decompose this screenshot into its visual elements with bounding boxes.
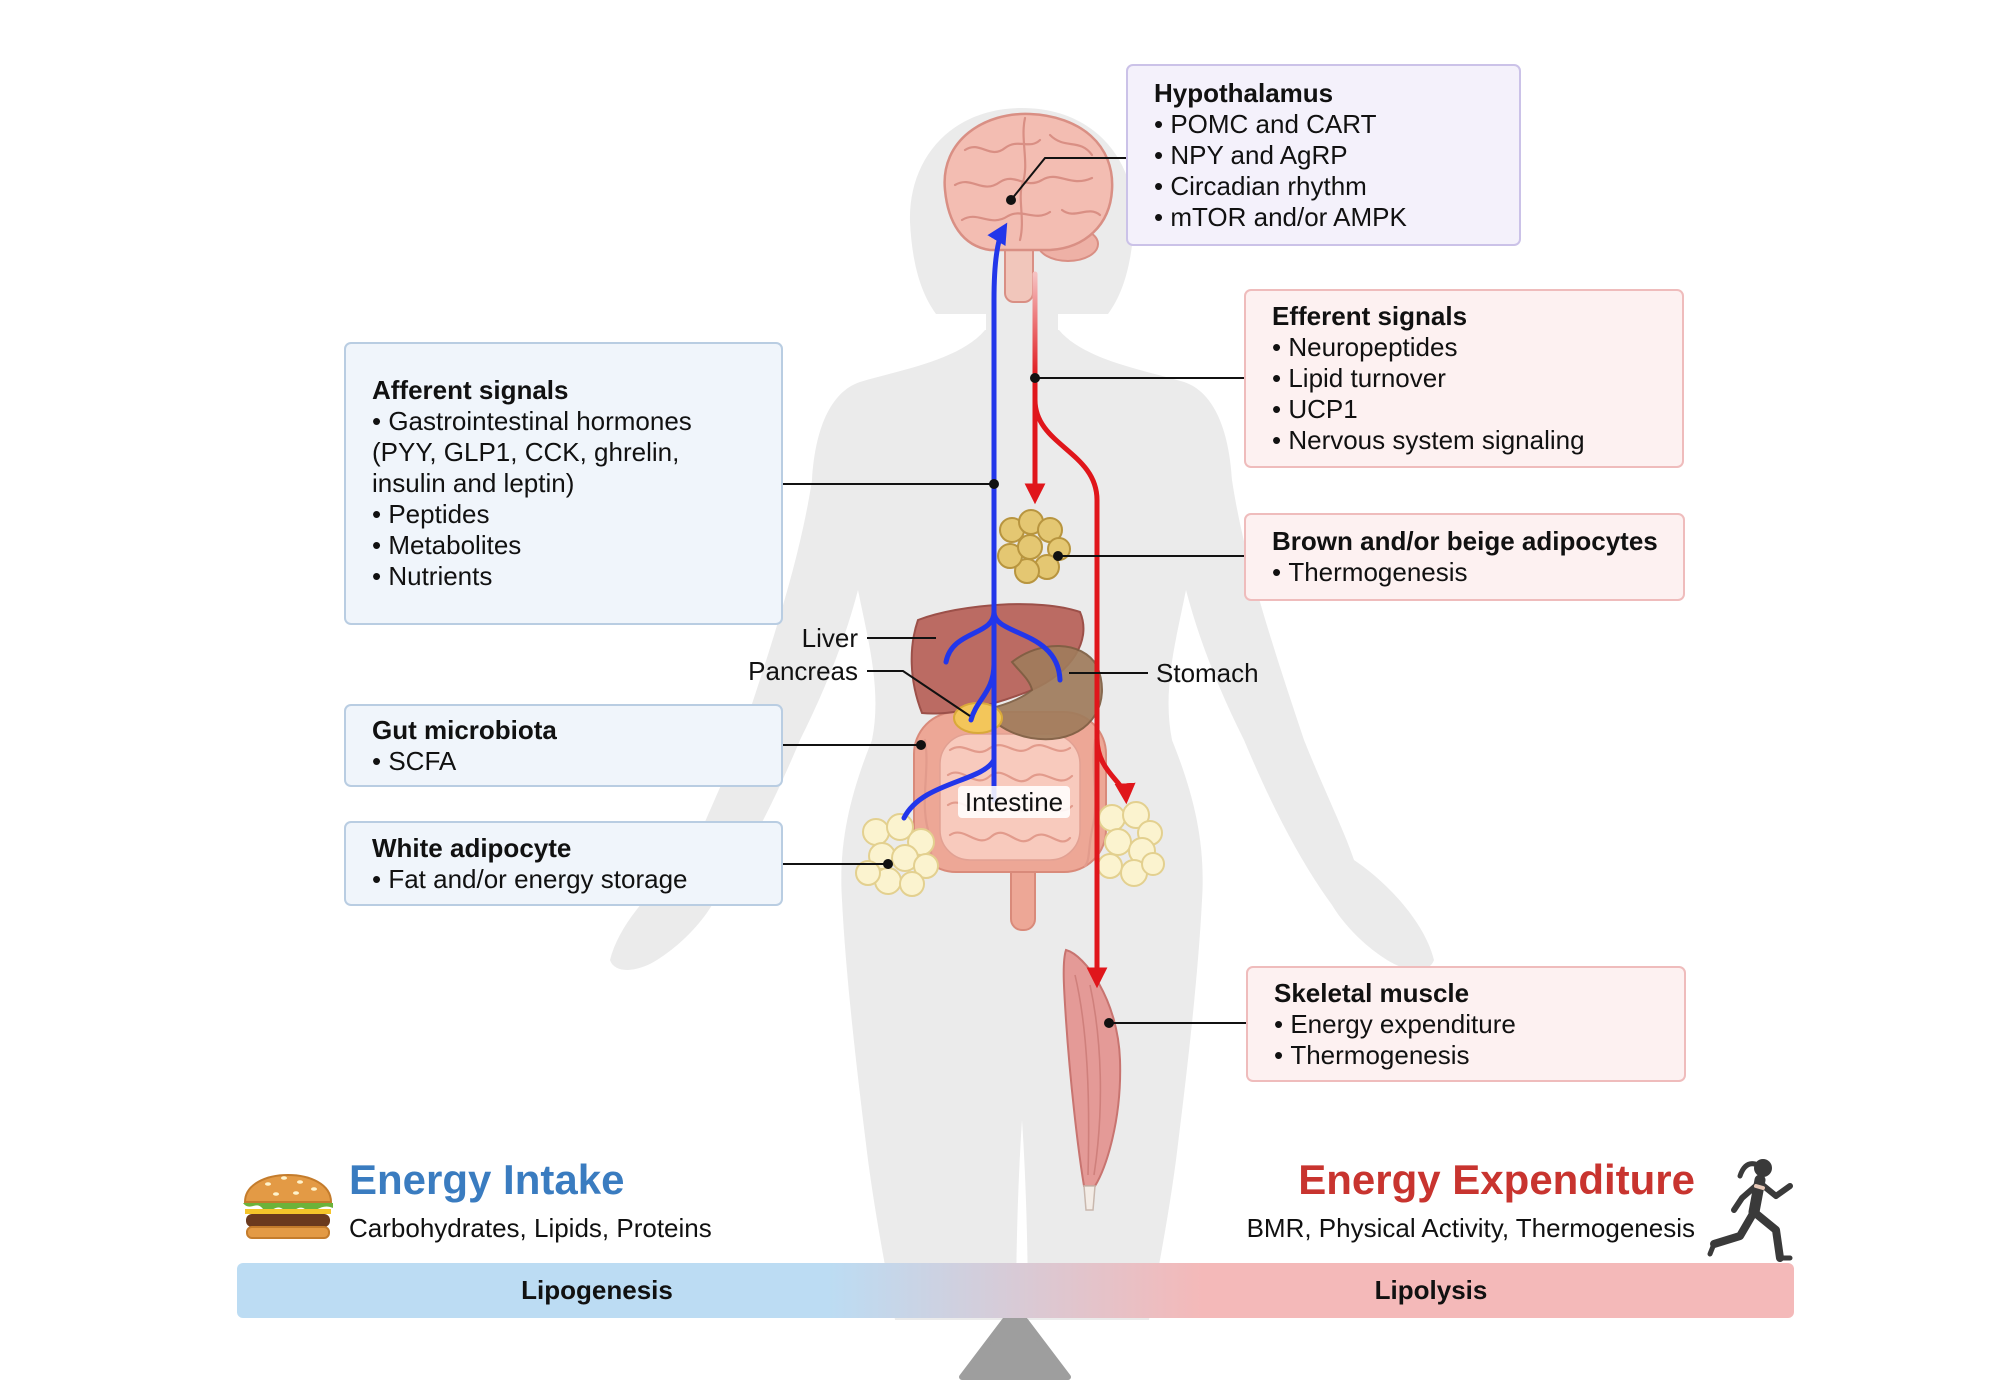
list-item: Fat and/or energy storage	[372, 864, 773, 895]
gut-microbiota-box: Gut microbiota SCFA	[344, 704, 783, 787]
gut-microbiota-title: Gut microbiota	[372, 714, 557, 745]
efferent-signal-arrows	[1024, 271, 1136, 989]
fulcrum-triangle-icon	[959, 1304, 1071, 1380]
list-item: Gastrointestinal hormones	[372, 406, 773, 437]
intestine-label: Intestine	[965, 787, 1063, 817]
brown-adipocytes-title: Brown and/or beige adipocytes	[1272, 526, 1658, 556]
balance-bar	[237, 1263, 1794, 1318]
afferent-signals-box: Afferent signals Gastrointestinal hormon…	[344, 342, 783, 625]
brain-icon	[943, 112, 1114, 303]
list-item: Circadian rhythm	[1154, 171, 1511, 202]
hypothalamus-box: Hypothalamus POMC and CART NPY and AgRP …	[1126, 64, 1521, 246]
white-adipocyte-left-icon	[855, 813, 939, 897]
afferent-signals-title: Afferent signals	[372, 375, 569, 405]
hypothalamus-title: Hypothalamus	[1154, 77, 1334, 108]
list-item-continuation: insulin and leptin)	[372, 468, 575, 498]
list-item: Energy expenditure	[1274, 1009, 1676, 1040]
list-item: Thermogenesis	[1274, 1040, 1676, 1071]
white-adipocyte-right-icon	[1097, 801, 1165, 887]
lipolysis-label: Lipolysis	[1375, 1275, 1488, 1305]
pancreas-label: Pancreas	[748, 656, 858, 686]
list-item: Lipid turnover	[1272, 363, 1674, 394]
stomach-icon	[982, 645, 1103, 741]
energy-intake-title: Energy Intake	[349, 1156, 625, 1203]
skeletal-muscle-box: Skeletal muscle Energy expenditure Therm…	[1246, 966, 1686, 1082]
lipogenesis-label: Lipogenesis	[521, 1275, 673, 1305]
runner-icon	[1707, 1159, 1793, 1262]
leader-lines	[783, 157, 1246, 1024]
list-item: NPY and AgRP	[1154, 140, 1511, 171]
liver-label: Liver	[802, 623, 859, 653]
burger-icon	[243, 1174, 333, 1239]
list-item: Metabolites	[372, 530, 773, 561]
energy-expenditure-title: Energy Expenditure	[1298, 1156, 1695, 1203]
list-item: mTOR and/or AMPK	[1154, 202, 1511, 233]
white-adipocyte-box: White adipocyte Fat and/or energy storag…	[344, 821, 783, 906]
energy-intake-subtitle: Carbohydrates, Lipids, Proteins	[349, 1213, 712, 1243]
skeletal-muscle-icon	[1062, 948, 1122, 1211]
list-item: Neuropeptides	[1272, 332, 1674, 363]
list-item: Nervous system signaling	[1272, 425, 1674, 456]
afferent-signal-arrows	[901, 222, 1063, 821]
list-item: UCP1	[1272, 394, 1674, 425]
brown-adipocytes-box: Brown and/or beige adipocytes Thermogene…	[1244, 513, 1685, 601]
list-item: POMC and CART	[1154, 109, 1511, 140]
efferent-signals-title: Efferent signals	[1272, 301, 1468, 331]
efferent-signals-box: Efferent signals Neuropeptides Lipid tur…	[1244, 289, 1684, 468]
list-item: SCFA	[372, 746, 773, 777]
list-item: Nutrients	[372, 561, 773, 592]
white-adipocyte-title: White adipocyte	[372, 832, 572, 863]
list-item: Peptides	[372, 499, 773, 530]
intestine-label-background	[958, 786, 1070, 818]
leader-dots	[883, 195, 1114, 1028]
list-item: Thermogenesis	[1272, 557, 1675, 588]
energy-expenditure-subtitle: BMR, Physical Activity, Thermogenesis	[1246, 1213, 1695, 1243]
skeletal-muscle-title: Skeletal muscle	[1274, 977, 1470, 1008]
stomach-label: Stomach	[1156, 658, 1259, 688]
list-item-continuation: (PYY, GLP1, CCK, ghrelin,	[372, 437, 680, 467]
